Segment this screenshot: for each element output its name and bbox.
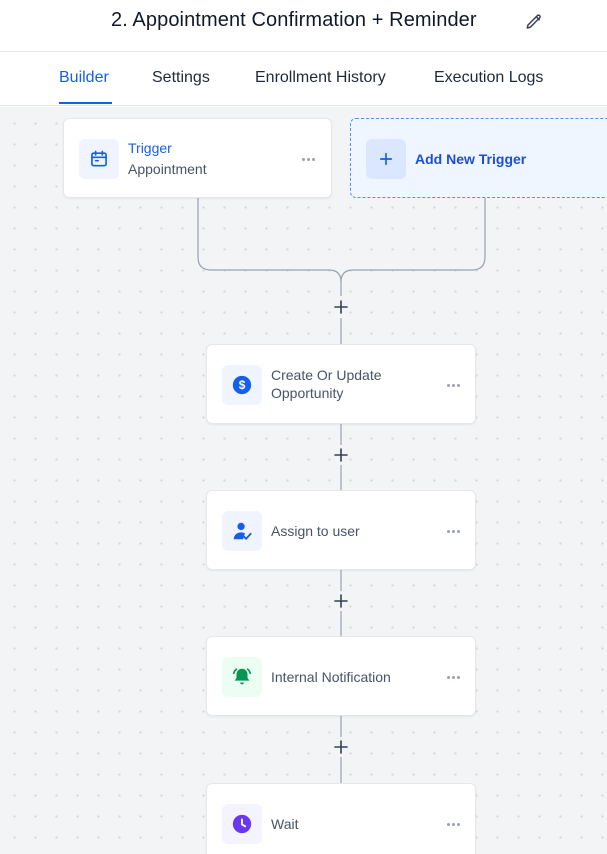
trigger-subtitle: Appointment — [128, 161, 207, 177]
action-label: Wait — [271, 816, 299, 832]
dollar-icon: $ — [222, 365, 262, 405]
action-label: Assign to user — [271, 523, 360, 539]
trigger-more-options-icon[interactable] — [296, 149, 320, 169]
tab-bar: Builder Settings Enrollment History Exec… — [0, 52, 607, 106]
add-new-trigger-label: Add New Trigger — [415, 151, 527, 167]
workflow-canvas[interactable]: Trigger Appointment Add New Trigger $ Cr… — [0, 107, 607, 854]
action-more-options-icon[interactable] — [441, 667, 465, 687]
trigger-title: Trigger — [128, 140, 172, 156]
active-tab-indicator — [59, 102, 112, 104]
plus-icon — [334, 740, 348, 754]
add-step-button[interactable] — [331, 297, 351, 317]
action-more-options-icon[interactable] — [441, 521, 465, 541]
trigger-node[interactable]: Trigger Appointment — [63, 118, 332, 198]
plus-icon — [334, 300, 348, 314]
action-more-options-icon[interactable] — [441, 375, 465, 395]
workflow-header: 2. Appointment Confirmation + Reminder — [0, 0, 607, 52]
plus-icon — [334, 448, 348, 462]
action-wait[interactable]: Wait — [206, 783, 476, 854]
action-label: Internal Notification — [271, 669, 391, 685]
plus-icon — [366, 139, 406, 179]
bell-icon — [222, 657, 262, 697]
action-assign-to-user[interactable]: Assign to user — [206, 490, 476, 570]
tab-execution-logs[interactable]: Execution Logs — [434, 69, 544, 86]
add-step-button[interactable] — [331, 737, 351, 757]
plus-icon — [334, 594, 348, 608]
calendar-icon — [79, 139, 119, 179]
edit-title-button[interactable] — [522, 10, 546, 34]
action-label-line2: Opportunity — [271, 385, 344, 401]
tab-enrollment-history[interactable]: Enrollment History — [255, 69, 386, 86]
pencil-icon — [526, 14, 541, 29]
tab-settings[interactable]: Settings — [152, 69, 210, 86]
tab-builder[interactable]: Builder — [59, 69, 109, 86]
action-create-or-update-opportunity[interactable]: $ Create Or Update Opportunity — [206, 344, 476, 424]
connector-lines — [197, 198, 486, 783]
action-more-options-icon[interactable] — [441, 814, 465, 834]
user-assign-icon — [222, 511, 262, 551]
svg-text:$: $ — [239, 378, 246, 392]
action-label-line1: Create Or Update — [271, 367, 382, 383]
add-step-button[interactable] — [331, 445, 351, 465]
action-internal-notification[interactable]: Internal Notification — [206, 636, 476, 716]
add-step-button[interactable] — [331, 591, 351, 611]
workflow-title: 2. Appointment Confirmation + Reminder — [111, 9, 477, 31]
clock-icon — [222, 804, 262, 844]
add-new-trigger-button[interactable]: Add New Trigger — [350, 118, 607, 198]
